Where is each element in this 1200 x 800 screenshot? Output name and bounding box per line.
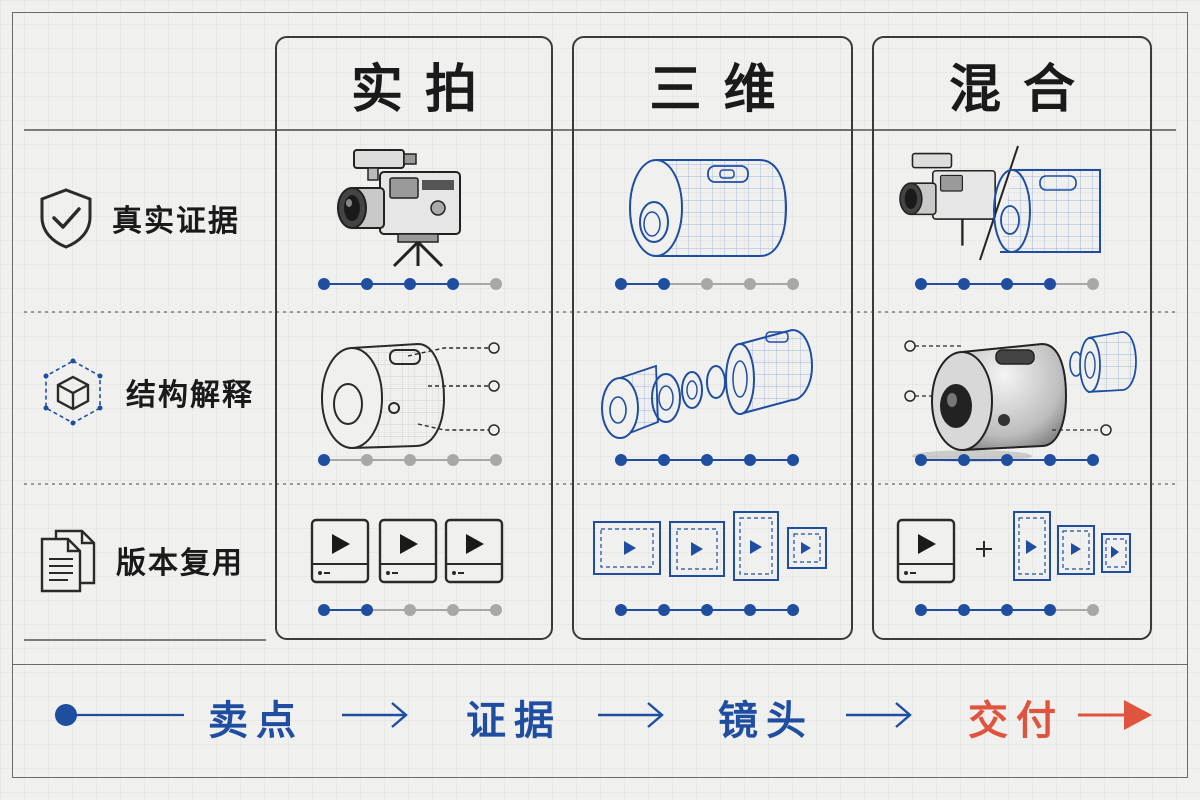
flow-step-shots: 镜头	[718, 698, 814, 744]
row-label-real-evidence: 真实证据	[38, 178, 268, 258]
column-title-3d: 三维	[649, 59, 798, 120]
progress-dot	[958, 278, 970, 290]
progress-dot	[1001, 454, 1013, 466]
video-player-icon	[444, 518, 504, 584]
progress-dot	[404, 278, 416, 290]
progress-dot	[615, 454, 627, 466]
progress-dot	[658, 604, 670, 616]
progress-dot	[658, 454, 670, 466]
progress-dot-rails	[318, 278, 1099, 616]
progress-dot	[1044, 454, 1056, 466]
progress-dot	[404, 604, 416, 616]
progress-dot	[1001, 604, 1013, 616]
video-versions-live	[310, 518, 504, 584]
progress-dot	[318, 604, 330, 616]
progress-dot	[490, 278, 502, 290]
cinema-camera-icon	[337, 149, 461, 268]
progress-dot	[915, 278, 927, 290]
progress-dot	[701, 454, 713, 466]
progress-dot	[490, 454, 502, 466]
flow-arrow-icon	[846, 702, 912, 728]
progress-dot	[1087, 604, 1099, 616]
video-player-icon	[896, 518, 956, 584]
column-title-live: 实拍	[350, 59, 499, 120]
progress-dot	[1001, 278, 1013, 290]
progress-dot	[404, 454, 416, 466]
progress-dot	[915, 604, 927, 616]
flow-bar	[12, 664, 1188, 769]
column-hybrid	[872, 36, 1152, 640]
progress-dot	[447, 278, 459, 290]
progress-dot	[1087, 278, 1099, 290]
progress-dot	[787, 454, 799, 466]
progress-dot	[447, 604, 459, 616]
flow-step-selling-point: 卖点	[208, 698, 304, 744]
progress-dot	[915, 454, 927, 466]
progress-dot	[701, 278, 713, 290]
column-3d	[572, 36, 853, 640]
progress-dot	[1087, 454, 1099, 466]
video-formats-hybrid	[896, 511, 1131, 584]
progress-dot	[318, 454, 330, 466]
rendered-device-callouts	[904, 331, 1137, 462]
progress-dot	[744, 278, 756, 290]
shield-check-icon	[40, 188, 92, 249]
progress-dot	[318, 278, 330, 290]
progress-dot	[701, 604, 713, 616]
row-label-version-reuse: 版本复用	[38, 520, 268, 600]
row-label-text: 版本复用	[116, 546, 244, 581]
row-label-text: 真实证据	[112, 204, 240, 239]
column-title-hybrid: 混合	[948, 59, 1097, 120]
row-label-text: 结构解释	[126, 378, 254, 413]
progress-dot	[361, 454, 373, 466]
wireframe-camera-3d	[629, 159, 788, 257]
progress-dot	[1044, 278, 1056, 290]
diagram-frame	[12, 12, 1188, 778]
flow-step-evidence: 证据	[466, 698, 562, 744]
documents-icon	[40, 529, 96, 593]
plus-icon	[976, 541, 992, 557]
progress-dot	[958, 454, 970, 466]
flow-start-marker	[55, 704, 184, 726]
flow-final-arrow-icon	[1078, 700, 1152, 730]
row-label-structure: 结构解释	[38, 352, 268, 432]
progress-dot	[615, 604, 627, 616]
column-live	[275, 36, 553, 640]
hybrid-camera-split	[899, 145, 1101, 261]
flow-arrow-icon	[598, 702, 664, 728]
progress-dot	[787, 604, 799, 616]
progress-dot	[744, 604, 756, 616]
progress-dot	[361, 278, 373, 290]
exploded-wireframe-view	[601, 328, 814, 439]
progress-dot	[787, 278, 799, 290]
flow-arrow-icon	[342, 702, 408, 728]
video-formats-3d	[593, 511, 827, 581]
progress-dot	[490, 604, 502, 616]
video-player-icon	[378, 518, 438, 584]
progress-dot	[615, 278, 627, 290]
progress-dot	[361, 604, 373, 616]
progress-dot	[658, 278, 670, 290]
cube-structure-icon	[43, 358, 103, 426]
video-player-icon	[310, 518, 370, 584]
sketch-camera-callouts	[321, 342, 500, 449]
flow-step-delivery: 交付	[968, 698, 1064, 744]
progress-dot	[1044, 604, 1056, 616]
progress-dot	[447, 454, 459, 466]
progress-dot	[958, 604, 970, 616]
progress-dot	[744, 454, 756, 466]
